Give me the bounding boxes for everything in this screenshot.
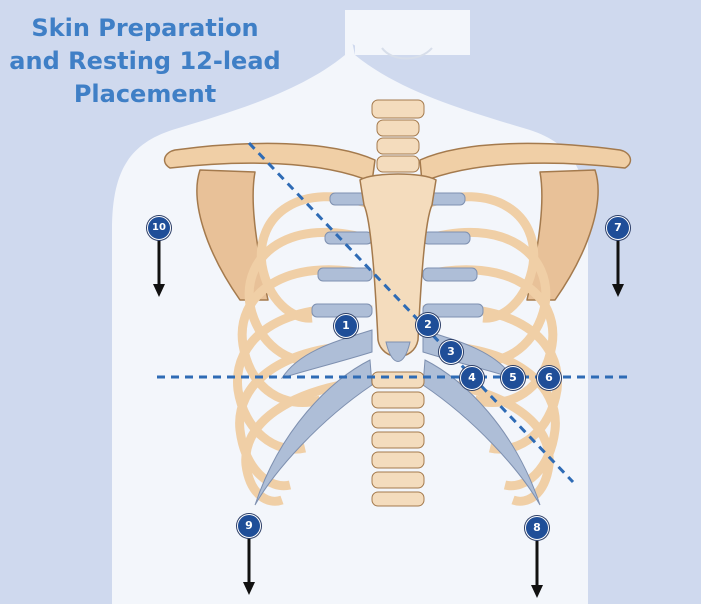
electrode-marker-9: 9 (237, 514, 261, 538)
electrode-marker-1: 1 (334, 314, 358, 338)
arrow-down-icon (612, 240, 624, 297)
electrode-label: 1 (334, 314, 358, 338)
electrode-label: 3 (439, 340, 463, 364)
electrode-marker-6: 6 (537, 366, 561, 390)
electrode-marker-2: 2 (416, 313, 440, 337)
electrode-label: 5 (501, 366, 525, 390)
title-line-2: and Resting 12-lead (0, 45, 290, 78)
title-line-1: Skin Preparation (0, 12, 290, 45)
electrode-label: 10 (147, 216, 171, 240)
electrode-label: 9 (237, 514, 261, 538)
electrode-label: 6 (537, 366, 561, 390)
electrode-marker-4: 4 (460, 366, 484, 390)
electrode-marker-8: 8 (525, 516, 549, 540)
diagram-title: Skin Preparation and Resting 12-lead Pla… (0, 12, 290, 111)
title-line-3: Placement (0, 78, 290, 111)
electrode-marker-5: 5 (501, 366, 525, 390)
electrode-label: 4 (460, 366, 484, 390)
electrode-label: 8 (525, 516, 549, 540)
electrode-marker-7: 7 (606, 216, 630, 240)
electrode-marker-10: 10 (147, 216, 171, 240)
electrode-label: 7 (606, 216, 630, 240)
electrode-marker-3: 3 (439, 340, 463, 364)
electrode-label: 2 (416, 313, 440, 337)
